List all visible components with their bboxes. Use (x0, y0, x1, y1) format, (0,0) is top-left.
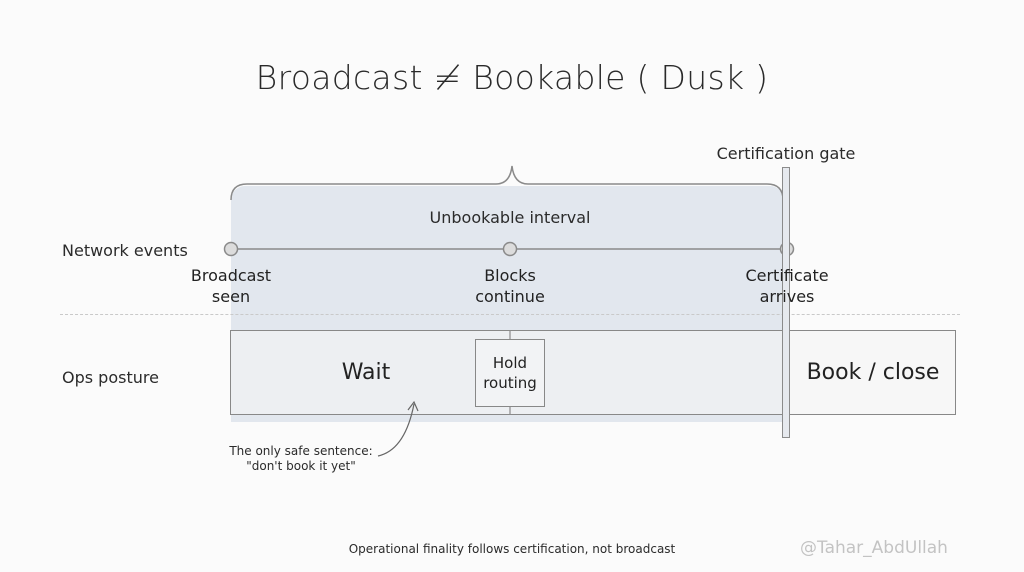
page-title: Broadcast ≠ Bookable ( Dusk ) (255, 58, 769, 97)
event-label-line: Certificate (745, 266, 829, 285)
event-label-certificate: Certificate arrives (745, 265, 828, 307)
event-label-line: Broadcast (190, 266, 272, 285)
ops-posture-box (230, 330, 956, 415)
ops-book-label: Book / close (806, 360, 940, 385)
hold-line: Hold (492, 354, 528, 372)
event-node-blocks (502, 241, 518, 257)
ops-wait-label: Wait (341, 360, 391, 385)
event-label-line: continue (475, 287, 545, 306)
annotation-arrowhead (407, 400, 419, 412)
row-divider (60, 314, 960, 315)
certification-gate-bar (782, 167, 790, 438)
gate-label: Certification gate (716, 144, 856, 163)
annotation-arrow (377, 403, 415, 457)
row-label-ops: Ops posture (62, 368, 159, 387)
event-label-line: arrives (759, 287, 815, 306)
event-label-blocks: Blocks continue (475, 265, 545, 307)
hold-line: routing (483, 374, 537, 392)
watermark: @Tahar_AbdUllah (800, 538, 948, 558)
footer-caption: Operational finality follows certificati… (348, 542, 676, 556)
event-node-broadcast (223, 241, 239, 257)
event-label-broadcast: Broadcast seen (191, 265, 271, 307)
annotation-line: The only safe sentence: (229, 444, 373, 458)
event-label-line: Blocks (484, 266, 536, 285)
annotation-line: "don't book it yet" (246, 459, 356, 473)
row-label-network: Network events (62, 241, 188, 260)
hold-routing-box: Hold routing (475, 339, 545, 407)
annotation-text: The only safe sentence: "don't book it y… (229, 444, 372, 474)
interval-label: Unbookable interval (429, 208, 591, 227)
event-label-line: seen (211, 287, 251, 306)
interval-brace (230, 165, 784, 201)
